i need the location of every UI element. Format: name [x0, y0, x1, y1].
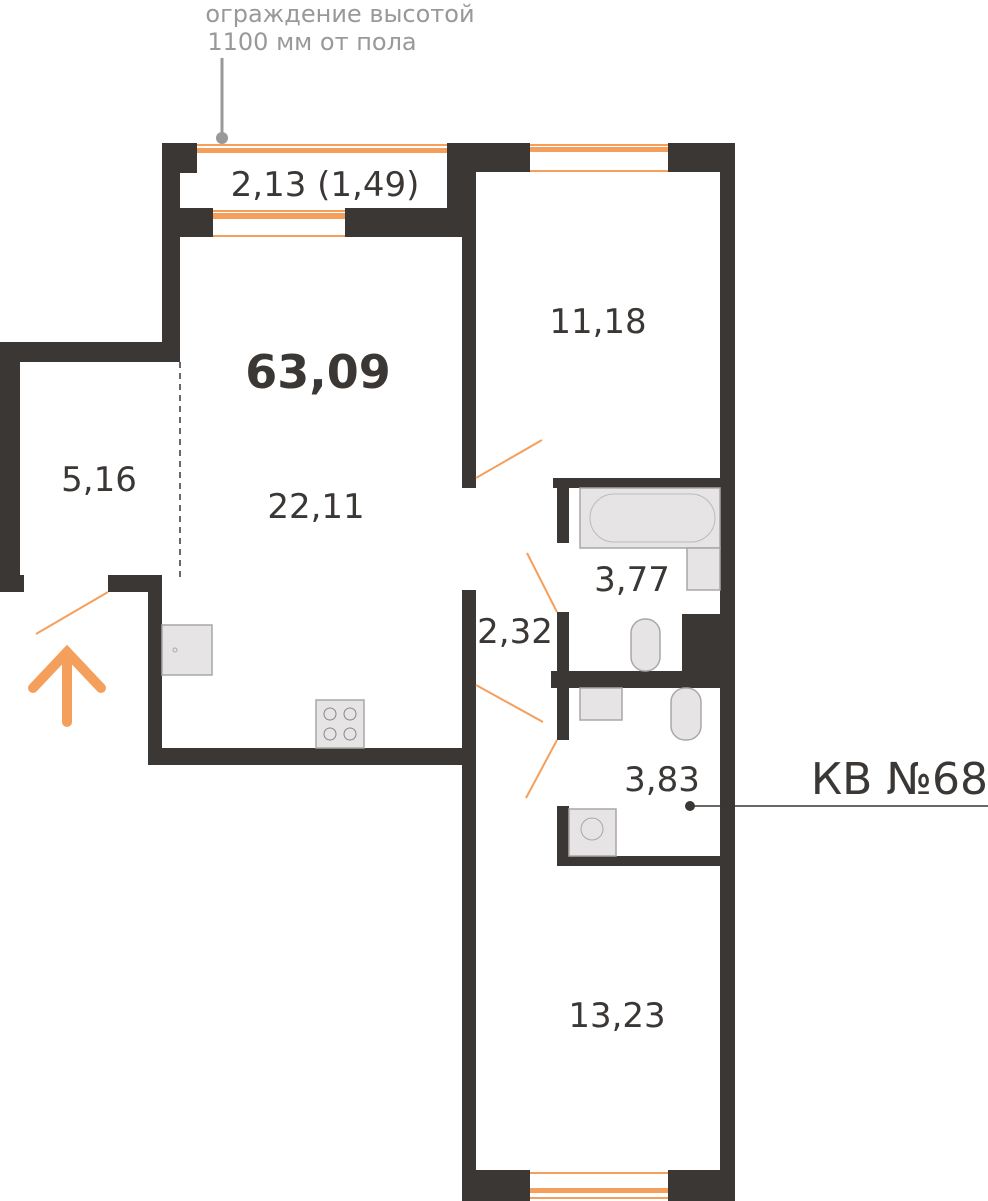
washbasin-icon — [686, 547, 721, 591]
washing-machine-icon — [568, 808, 617, 857]
note-leader-dot — [216, 132, 228, 144]
railing-note-line1: ограждение высотой — [205, 0, 474, 28]
room-area-bathroom: 3,77 — [594, 560, 670, 600]
room-area-balcony: 2,13 (1,49) — [231, 165, 420, 205]
room-area-bedroom-bottom: 13,23 — [568, 996, 665, 1036]
room-area-hall: 2,32 — [477, 612, 553, 652]
entrance-arrow-icon — [28, 644, 106, 727]
sink-icon — [161, 624, 213, 676]
room-area-living: 22,11 — [267, 487, 364, 527]
room-area-storage: 5,16 — [61, 460, 137, 500]
fixtures — [161, 487, 721, 857]
washbasin-icon — [579, 687, 623, 721]
walls — [0, 143, 735, 1201]
doors — [35, 439, 558, 799]
apartment-label: КВ №68 — [811, 754, 988, 805]
toilet-icon — [630, 618, 661, 672]
windows — [197, 144, 668, 1199]
railing-note-line2: 1100 мм от пола — [207, 28, 416, 56]
stove-icon — [315, 699, 365, 749]
total-area: 63,09 — [245, 345, 391, 399]
toilet-icon — [670, 687, 702, 741]
room-area-bedroom-top: 11,18 — [549, 302, 646, 342]
bathtub-icon — [579, 487, 721, 549]
room-area-wc: 3,83 — [624, 760, 700, 800]
